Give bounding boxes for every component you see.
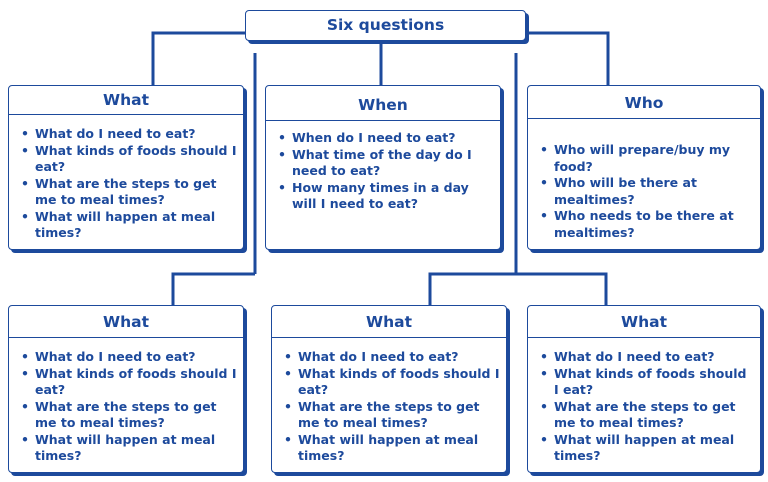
box-what-bottom-left: What What do I need to eat? What kinds o…	[8, 305, 244, 473]
list-item: Who will be there at mealtimes?	[540, 175, 754, 208]
list-item: What kinds of foods should I eat?	[21, 143, 237, 176]
box-title: What	[9, 306, 243, 338]
box-title: What	[9, 86, 243, 115]
list-item: What are the steps to get me to meal tim…	[540, 399, 754, 432]
list-item: What will happen at meal times?	[21, 432, 237, 465]
box-what-bottom-right: What What do I need to eat? What kinds o…	[527, 305, 761, 473]
box-title: What	[272, 306, 506, 338]
list-item: What do I need to eat?	[21, 349, 237, 366]
question-list: What do I need to eat? What kinds of foo…	[9, 115, 243, 242]
list-item: What will happen at meal times?	[21, 209, 237, 242]
list-item: What will happen at meal times?	[540, 432, 754, 465]
list-item: Who will prepare/buy my food?	[540, 142, 754, 175]
list-item: What kinds of foods should I eat?	[21, 366, 237, 399]
box-what-bottom-middle: What What do I need to eat? What kinds o…	[271, 305, 507, 473]
list-item: What do I need to eat?	[284, 349, 500, 366]
question-list: What do I need to eat? What kinds of foo…	[272, 338, 506, 465]
box-title: When	[266, 86, 500, 121]
connector-bottom-middle	[428, 272, 516, 305]
connector-top-left	[151, 31, 245, 85]
list-item: When do I need to eat?	[278, 130, 494, 147]
box-when: When When do I need to eat? What time of…	[265, 85, 501, 250]
title-box: Six questions	[245, 10, 526, 41]
list-item: Who needs to be there at mealtimes?	[540, 208, 754, 241]
question-list: What do I need to eat? What kinds of foo…	[9, 338, 243, 465]
list-item: What do I need to eat?	[540, 349, 754, 366]
list-item: What are the steps to get me to meal tim…	[21, 399, 237, 432]
box-title: What	[528, 306, 760, 338]
list-item: How many times in a day will I need to e…	[278, 180, 494, 213]
list-item: What time of the day do I need to eat?	[278, 147, 494, 180]
connector-top-right	[526, 31, 610, 85]
box-what-top-left: What What do I need to eat? What kinds o…	[8, 85, 244, 250]
list-item: What are the steps to get me to meal tim…	[284, 399, 500, 432]
box-title: Who	[528, 86, 760, 119]
question-list: Who will prepare/buy my food? Who will b…	[528, 119, 760, 241]
list-item: What kinds of foods should I eat?	[284, 366, 500, 399]
question-list: What do I need to eat? What kinds of foo…	[528, 338, 760, 465]
list-item: What are the steps to get me to meal tim…	[21, 176, 237, 209]
question-list: When do I need to eat? What time of the …	[266, 121, 500, 213]
connector-bottom-left	[171, 272, 255, 305]
list-item: What kinds of foods should I eat?	[540, 366, 754, 399]
list-item: What will happen at meal times?	[284, 432, 500, 465]
connector-bottom-right	[516, 272, 608, 305]
list-item: What do I need to eat?	[21, 126, 237, 143]
box-who: Who Who will prepare/buy my food? Who wi…	[527, 85, 761, 250]
